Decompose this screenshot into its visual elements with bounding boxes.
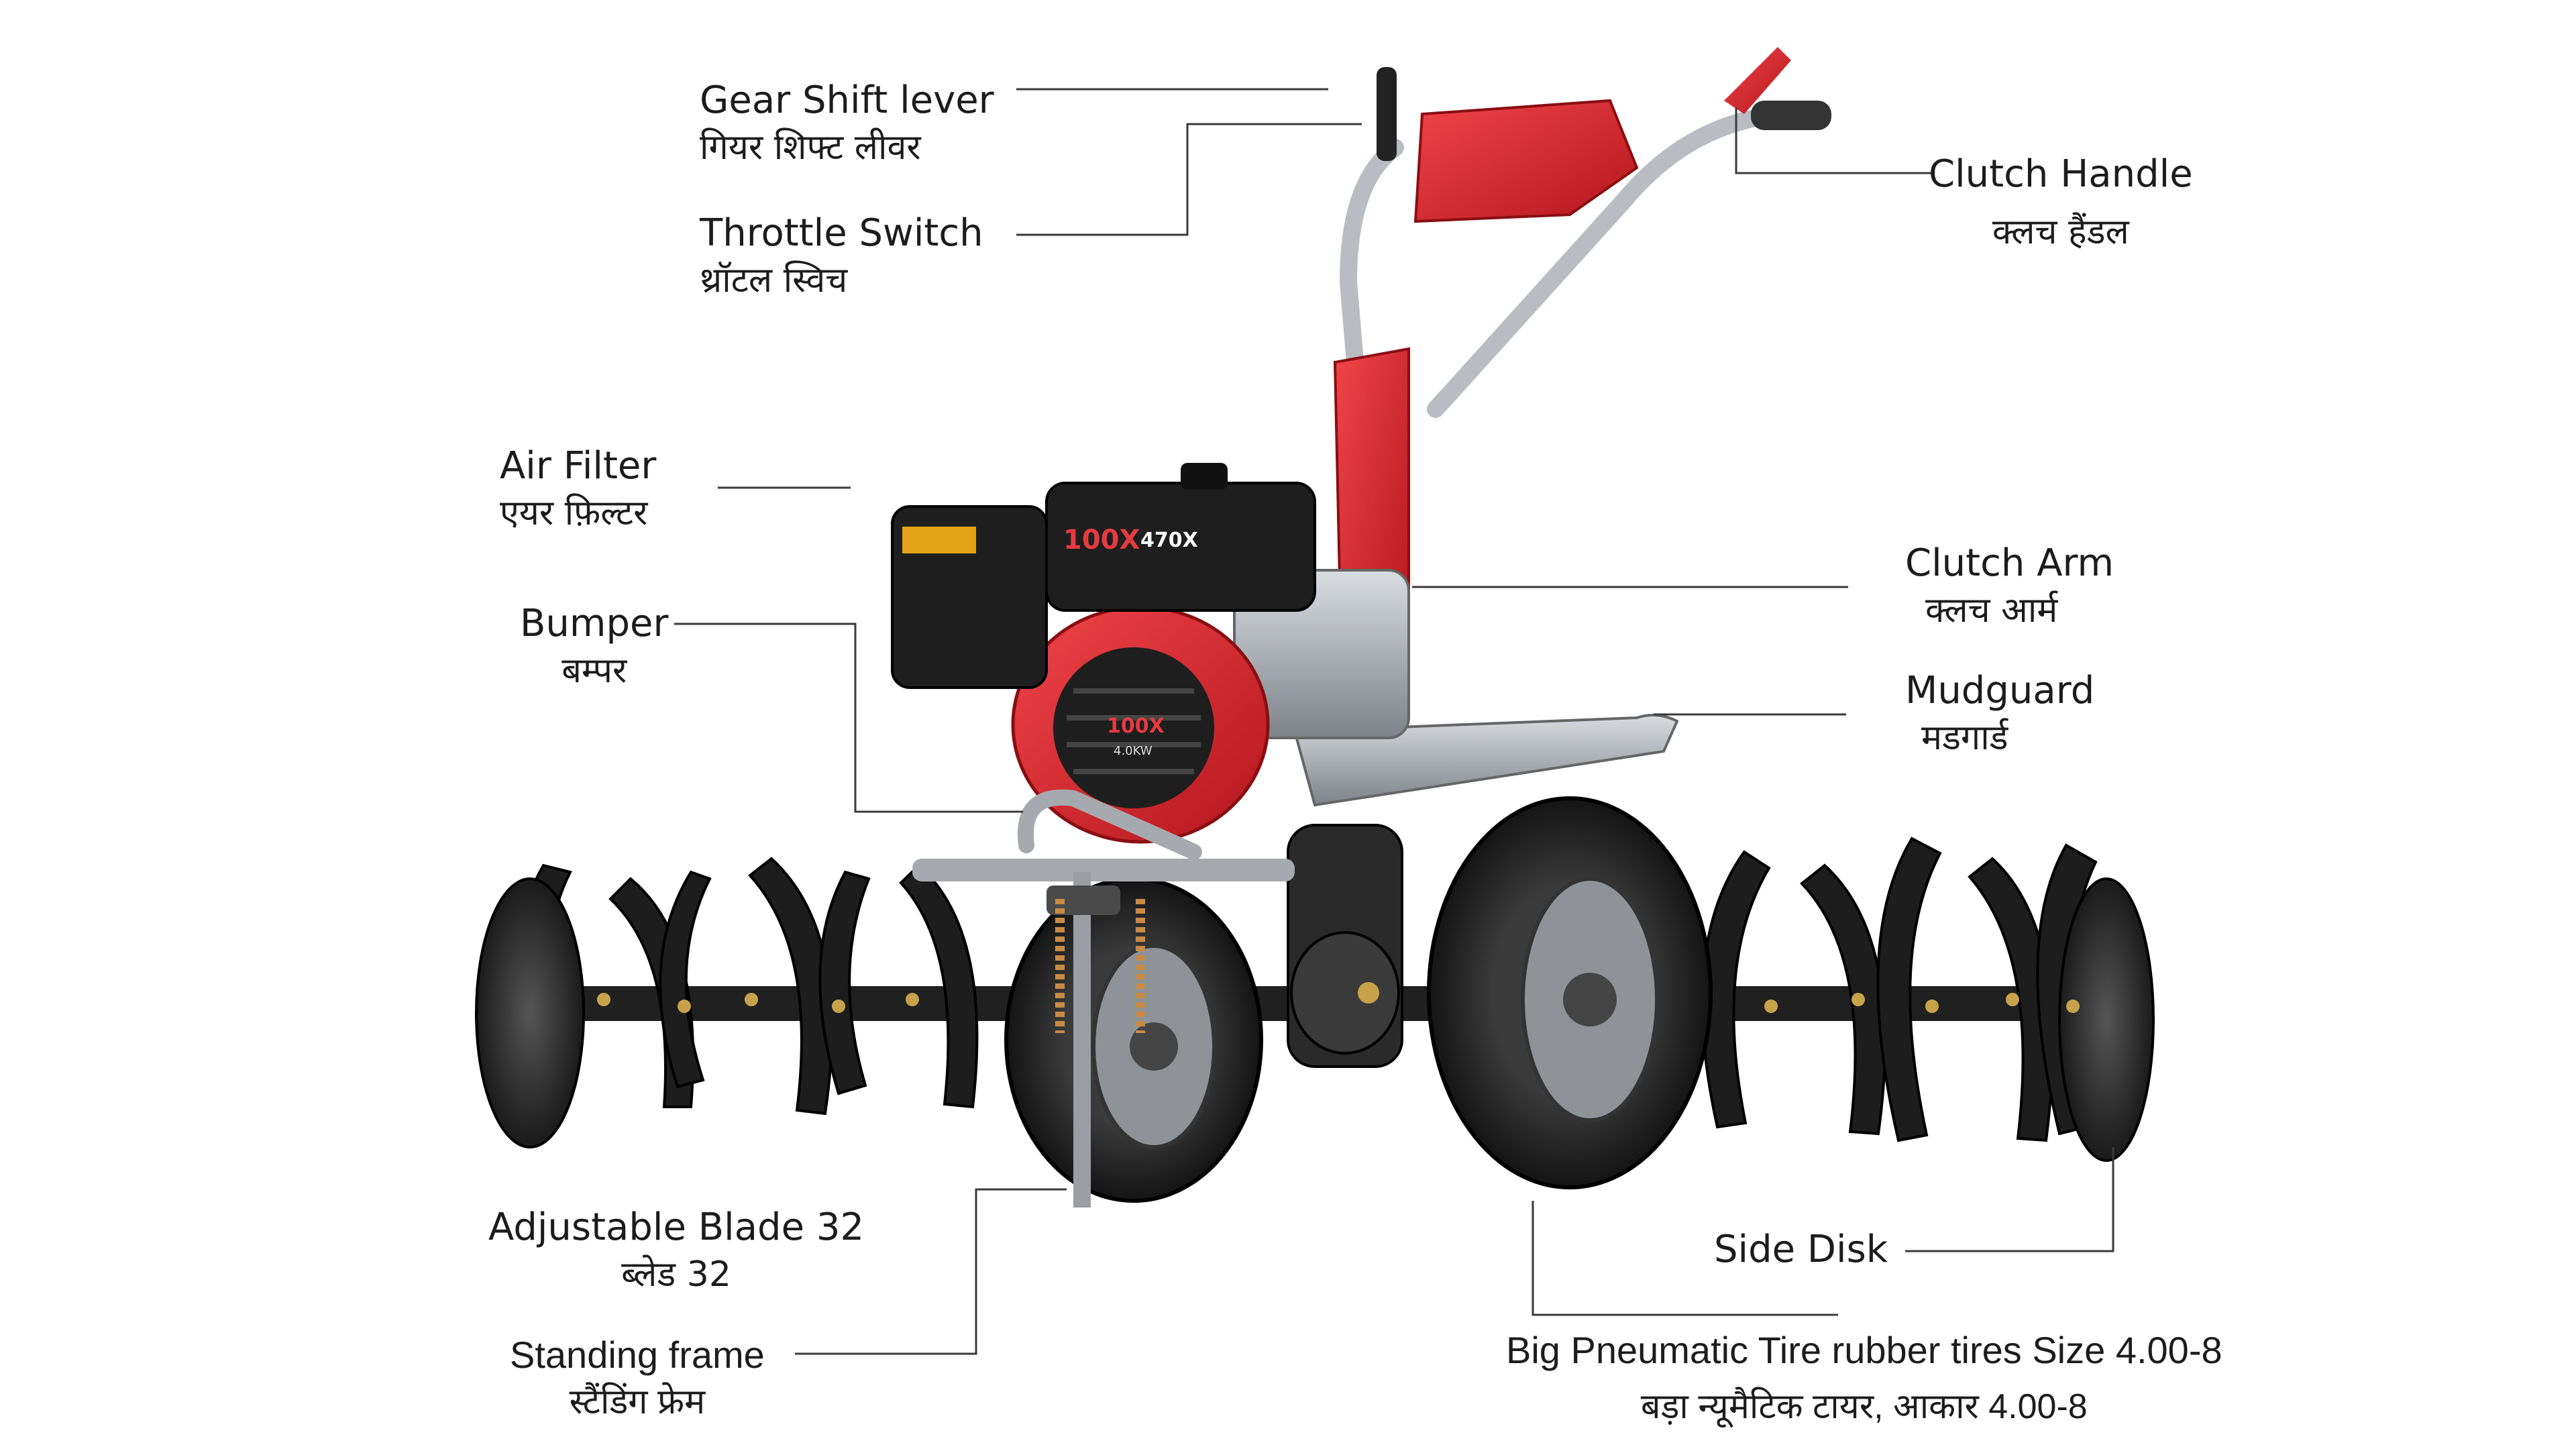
engine-badge-brand-2: 100X [1107,714,1165,738]
label-throttle-hi: थ्रॉटल स्विच [700,260,848,301]
leader-side-disk [1905,1147,2114,1252]
leader-standing-frame [795,1188,1067,1355]
left-tire [1004,877,1263,1203]
label-tire-en: Big Pneumatic Tire rubber tires Size 4.0… [1506,1329,2222,1371]
engine-badge-brand: 100X [1063,525,1140,555]
right-tine-assembly [1701,837,2098,1142]
label-bumper-en: Bumper [520,602,669,645]
label-clutch-arm: Clutch Arm क्लच आर्म [1905,540,2114,634]
label-mudguard-en: Mudguard [1905,669,2095,712]
label-clutch-handle-en: Clutch Handle [1929,152,2193,196]
leader-throttle [1016,123,1362,236]
label-bumper-hi: बम्पर [561,651,627,691]
engine-badge-power: 4.0KW [1114,744,1152,758]
label-bumper: Bumper बम्पर [520,600,668,694]
label-tire: Big Pneumatic Tire rubber tires Size 4.0… [1506,1327,2222,1430]
label-air-filter-en: Air Filter [500,444,657,488]
label-adjustable-blade-en: Adjustable Blade 32 [488,1205,865,1249]
leader-clutch-handle [1735,107,1932,174]
label-mudguard-hi: मडगार्ड [1921,718,2008,758]
tool-box [1413,99,1639,223]
label-standing-frame-en: Standing frame [510,1334,765,1376]
right-tire [1427,796,1713,1189]
clutch-lever [1724,47,1791,114]
label-air-filter: Air Filter एयर फ़िल्टर [500,443,656,537]
front-crossbar [912,859,1295,881]
label-throttle-en: Throttle Switch [700,211,983,255]
label-throttle: Throttle Switch थ्रॉटल स्विच [700,210,983,304]
engine: 100X 4.0KW 100X 470X [891,463,1410,844]
engine-badge-model: 470X [1140,529,1198,552]
leader-bumper [674,623,1023,813]
label-adjustable-blade: Adjustable Blade 32 ब्लेड 32 [488,1204,864,1298]
label-clutch-handle: Clutch Handle क्लच हैंडल [1929,151,2193,256]
label-air-filter-hi: एयर फ़िल्टर [500,493,648,533]
label-side-disk-en: Side Disk [1714,1228,1888,1271]
gear-shift-lever [1377,67,1397,161]
standing-frame [1046,872,1145,1208]
label-clutch-handle-hi: क्लच हैंडल [1992,212,2129,252]
label-side-disk: Side Disk [1714,1226,1888,1273]
tiller-machine: 100X 4.0KW 100X 470X [475,47,2155,1208]
left-side-disk [475,877,585,1148]
label-gear-shift: Gear Shift lever गियर शिफ्ट लीवर [700,77,994,171]
clutch-handle-grip [1751,101,1831,130]
label-clutch-arm-hi: क्लच आर्म [1925,590,2058,631]
right-side-disk [2058,877,2155,1162]
label-standing-frame-hi: स्टैंडिंग फ्रेम [569,1383,706,1421]
label-standing-frame: Standing frame स्टैंडिंग फ्रेम [510,1332,765,1426]
tine-axle [483,986,2080,1021]
label-clutch-arm-en: Clutch Arm [1905,541,2114,585]
label-gear-shift-hi: गियर शिफ्ट लीवर [700,127,921,168]
label-adjustable-blade-hi: ब्लेड 32 [621,1254,731,1295]
label-gear-shift-en: Gear Shift lever [700,78,994,122]
label-mudguard: Mudguard मडगार्ड [1905,667,2094,761]
leader-tire [1532,1201,1838,1316]
label-tire-hi: बड़ा न्यूमैटिक टायर, आकार 4.00-8 [1640,1387,2088,1426]
leader-lines [674,88,2114,1355]
bumper [1017,789,1202,860]
